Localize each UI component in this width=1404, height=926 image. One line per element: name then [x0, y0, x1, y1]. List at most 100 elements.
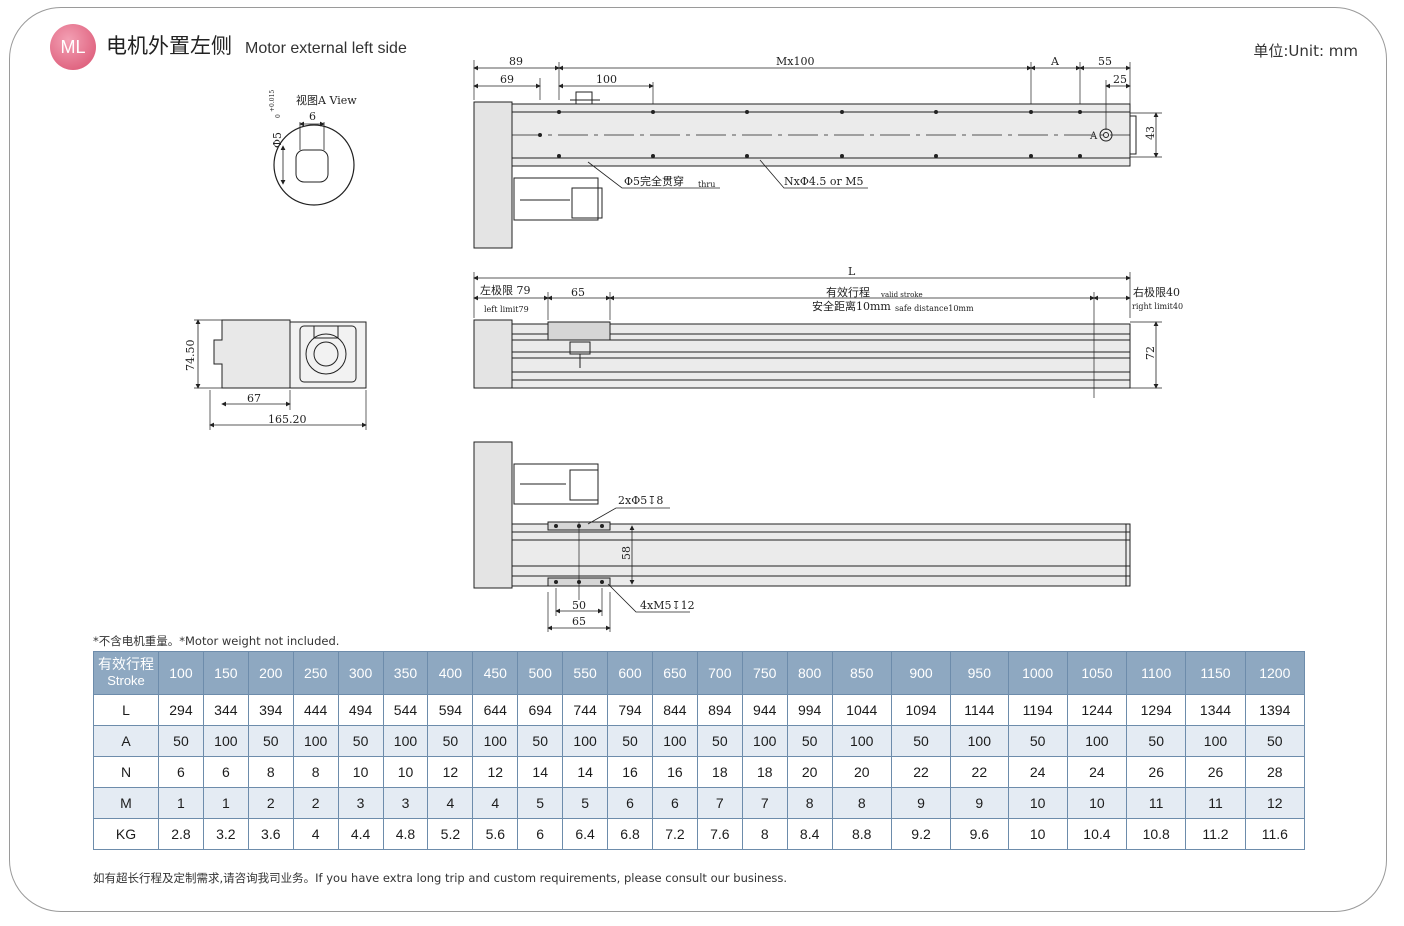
table-cell: 5 [562, 787, 609, 819]
table-cell: 644 [472, 694, 519, 726]
table-cell: 100 [651, 725, 698, 757]
table-cell: 6.8 [607, 818, 653, 850]
page-title-cn: 电机外置左侧 [106, 34, 232, 58]
stroke-header-value: 950 [950, 651, 1009, 695]
table-cell: 2 [247, 787, 294, 819]
table-cell: 7 [696, 787, 743, 819]
stroke-header-value: 1050 [1066, 651, 1128, 695]
table-cell: 6.4 [562, 818, 609, 850]
table-cell: 50 [890, 725, 952, 757]
end-view [194, 319, 367, 430]
table-cell: 100 [741, 725, 788, 757]
table-cell: 4.8 [382, 818, 429, 850]
table-cell: 3.2 [202, 818, 249, 850]
table-cell: 50 [1126, 725, 1187, 757]
safety-distance-label: 安全距离10mm [812, 299, 891, 313]
stroke-header-value: 250 [292, 651, 339, 695]
table-cell: 8 [292, 756, 339, 788]
table-cell: 794 [607, 694, 653, 726]
stroke-header-value: 900 [890, 651, 952, 695]
table-cell: 22 [890, 756, 952, 788]
table-cell: 1 [158, 787, 204, 819]
table-cell: 50 [1244, 725, 1306, 757]
table-cell: 4.4 [337, 818, 384, 850]
table-cell: 2.8 [158, 818, 204, 850]
table-cell: 10.4 [1066, 818, 1128, 850]
row-label: KG [93, 818, 159, 850]
table-cell: 1244 [1066, 694, 1128, 726]
dim-50: 50 [572, 599, 586, 612]
table-cell: 100 [562, 725, 609, 757]
dim-65-top: 65 [571, 286, 585, 299]
table-cell: 22 [950, 756, 1009, 788]
dim-l: L [848, 265, 856, 278]
table-cell: 7.2 [651, 818, 698, 850]
stroke-header-value: 650 [651, 651, 698, 695]
table-cell: 6 [517, 818, 564, 850]
table-cell: 100 [472, 725, 519, 757]
stroke-header-value: 1150 [1185, 651, 1246, 695]
table-cell: 694 [517, 694, 564, 726]
dim-6: 6 [309, 110, 316, 123]
stroke-header-value: 1100 [1126, 651, 1187, 695]
table-cell: 8 [741, 818, 788, 850]
table-cell: 26 [1185, 756, 1246, 788]
page-frame [9, 7, 1387, 912]
table-cell: 1044 [831, 694, 892, 726]
table-cell: 10 [1007, 787, 1068, 819]
table-cell: 444 [292, 694, 339, 726]
table-cell: 1194 [1007, 694, 1068, 726]
table-cell: 5 [517, 787, 564, 819]
stroke-header-value: 1200 [1244, 651, 1306, 695]
stroke-header-value: 750 [741, 651, 788, 695]
table-cell: 6 [158, 756, 204, 788]
table-cell: 4 [292, 818, 339, 850]
thru-hole-label: Φ5完全贯穿 [624, 174, 684, 188]
stroke-header-value: 1000 [1007, 651, 1068, 695]
stroke-header-value: 550 [562, 651, 609, 695]
table-cell: 1 [202, 787, 249, 819]
table-cell: 294 [158, 694, 204, 726]
table-cell: 50 [517, 725, 564, 757]
table-cell: 100 [1066, 725, 1128, 757]
table-cell: 6 [651, 787, 698, 819]
dim-55: 55 [1098, 55, 1112, 68]
table-cell: 100 [202, 725, 249, 757]
table-cell: 544 [382, 694, 429, 726]
table-cell: 28 [1244, 756, 1306, 788]
table-cell: 24 [1066, 756, 1128, 788]
view-a-detail [273, 121, 355, 206]
stroke-header-value: 350 [382, 651, 429, 695]
valid-stroke-label-en: valid stroke [880, 291, 923, 299]
side-view [473, 272, 1162, 398]
table-cell: 944 [741, 694, 788, 726]
holes-4x-label: 4xM5↧12 [640, 599, 695, 612]
dim-25: 25 [1113, 73, 1127, 86]
table-cell: 4 [472, 787, 519, 819]
table-cell: 26 [1126, 756, 1187, 788]
table-cell: 50 [786, 725, 833, 757]
row-label: L [93, 694, 159, 726]
table-cell: 11 [1126, 787, 1187, 819]
table-cell: 594 [427, 694, 474, 726]
table-cell: 50 [1007, 725, 1068, 757]
table-cell: 7 [741, 787, 788, 819]
table-cell: 20 [831, 756, 892, 788]
right-limit-label-en: right limit40 [1132, 302, 1183, 311]
table-cell: 100 [292, 725, 339, 757]
row-label: N [93, 756, 159, 788]
row-label: M [93, 787, 159, 819]
dim-100: 100 [596, 73, 617, 86]
tolerance-upper: +0.015 [269, 90, 276, 112]
table-cell: 3 [337, 787, 384, 819]
dim-a: A [1050, 55, 1060, 68]
dim-65-bottom: 65 [572, 615, 586, 628]
table-cell: 24 [1007, 756, 1068, 788]
dim-67: 67 [247, 392, 261, 405]
stroke-header-value: 700 [696, 651, 743, 695]
table-cell: 14 [562, 756, 609, 788]
stroke-header-en: Stroke [107, 673, 145, 688]
